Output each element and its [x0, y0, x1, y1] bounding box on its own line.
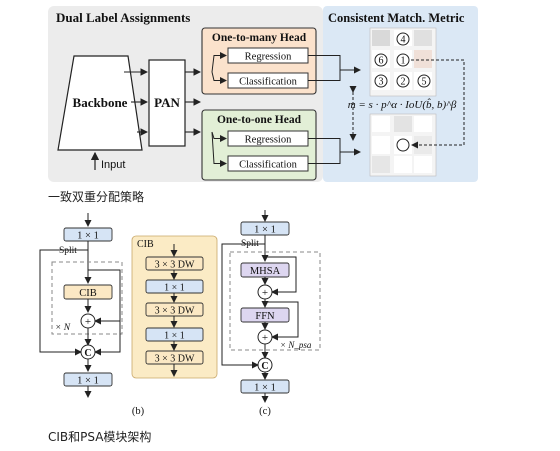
link-arrow [308, 70, 341, 81]
cib-layer-4-label: 1 × 1 [164, 331, 185, 342]
b-add-symbol: + [85, 316, 91, 328]
one-to-many-head-title: One-to-many Head [212, 32, 307, 44]
caption-cib-psa: CIB和PSA模块架构 [48, 430, 152, 444]
metric-formula: m = s · p^α · IoU(b̂, b)^β [348, 98, 457, 111]
c-add-symbol-2: + [262, 332, 268, 344]
selected-anchor-marker [396, 138, 410, 152]
c-caption-label: (c) [259, 406, 271, 417]
link-arrow [308, 152, 341, 164]
cib-layer-5-label: 3 × 3 DW [155, 354, 195, 365]
rank-2: 2 [401, 77, 406, 88]
backbone-block [57, 55, 143, 151]
pan-label: PAN [154, 95, 180, 110]
c-times-npsa: × N_psa [280, 340, 312, 350]
o2o-classification-label: Classification [239, 160, 297, 171]
backbone-label: Backbone [73, 95, 128, 110]
o2m-classification-label: Classification [239, 77, 297, 88]
link-arrow [211, 131, 227, 167]
o2m-regression-label: Regression [245, 52, 292, 63]
b-skip-right [94, 321, 121, 356]
dashed-feedback [411, 59, 465, 149]
c-concat-label: C [261, 361, 268, 372]
c-residual-2 [265, 301, 299, 341]
dual-assignment-figure: Dual Label Assignments Consistent Match.… [48, 6, 478, 182]
pan-block [148, 59, 186, 147]
link-arrow [211, 71, 227, 84]
b-conv-top-label: 1 × 1 [77, 231, 99, 242]
c-mhsa-label: MHSA [250, 266, 281, 277]
cib-layer-3-label: 3 × 3 DW [155, 306, 195, 317]
o2o-regression-label: Regression [245, 135, 292, 146]
rank-3: 3 [379, 77, 384, 88]
b-residual [88, 269, 121, 325]
c-residual-1 [265, 256, 297, 296]
c-repeat-region [229, 251, 321, 351]
c-ffn-label: FFN [255, 311, 275, 322]
rank-markers: 4 6 1 3 2 5 [374, 32, 431, 88]
link-arrow [308, 55, 361, 74]
b-concat-label: C [84, 348, 91, 359]
b-repeat-region [51, 261, 123, 335]
one-to-one-head-title: One-to-one Head [217, 114, 302, 126]
input-label: Input [101, 159, 125, 171]
rank-5: 5 [422, 77, 427, 88]
b-split-label: Split [59, 246, 77, 256]
caption-dual-assignment: 一致双重分配策略 [48, 190, 145, 204]
metric-title: Consistent Match. Metric [328, 11, 465, 25]
b-skip-left [39, 249, 88, 356]
c-skip-left [221, 243, 265, 369]
c-add-symbol-1: + [262, 287, 268, 299]
b-conv-bottom-label: 1 × 1 [77, 376, 99, 387]
rank-4: 4 [401, 35, 406, 46]
rank-1: 1 [401, 56, 406, 67]
link-arrow [211, 131, 227, 142]
b-caption-label: (b) [132, 406, 145, 417]
b-times-n: × N [55, 323, 71, 333]
b-cib-label: CIB [79, 288, 97, 299]
link-arrow [211, 52, 227, 73]
c-conv-top-label: 1 × 1 [254, 225, 276, 236]
cib-layer-2-label: 1 × 1 [164, 283, 185, 294]
link-arrow [308, 138, 361, 156]
c-conv-bottom-label: 1 × 1 [254, 383, 276, 394]
rank-6: 6 [379, 56, 384, 67]
cib-panel-title: CIB [137, 239, 154, 250]
cib-psa-figure: 1 × 1 Split CIB + × N C 1 × 1 (b) CIB 3 … [39, 210, 321, 417]
cib-layer-1-label: 3 × 3 DW [155, 260, 195, 271]
panel-title: Dual Label Assignments [56, 10, 190, 25]
